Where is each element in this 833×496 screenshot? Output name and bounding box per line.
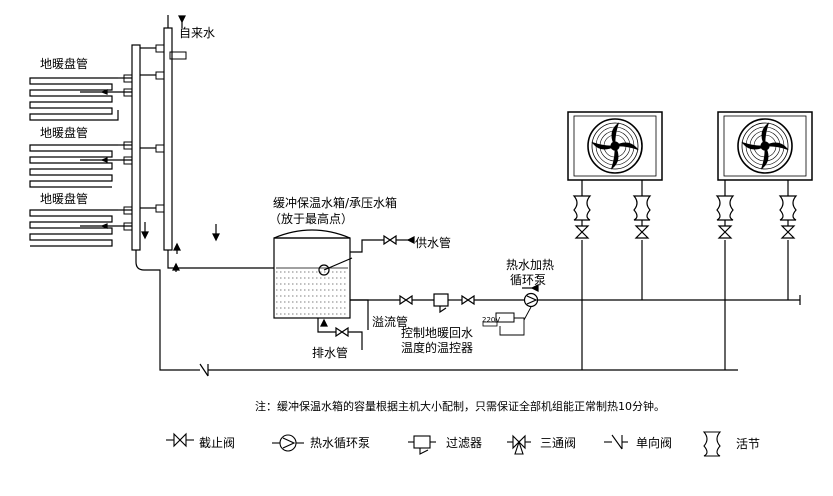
filter-icon [433, 293, 449, 314]
legend-label-check-valve: 单向阀 [636, 436, 673, 450]
legend-label-shutoff-valve: 截止阀 [199, 436, 236, 450]
thermostat [482, 306, 532, 336]
legend-label-circulation-pump: 热水循环泵 [310, 436, 371, 450]
shutoff-valve-icon [780, 225, 796, 239]
shutoff-valve-icon [574, 225, 590, 239]
overflow-pipe-label: 溢流管 [372, 315, 409, 329]
heat-pump-unit-2 [717, 111, 813, 181]
voltage-label: 220V [482, 316, 501, 324]
union-joint-icon [632, 195, 652, 221]
floor-coil-label-1: 地暖盘管 [40, 57, 89, 71]
thermostat-label-line1: 控制地暖回水 [401, 326, 474, 340]
legend-label-filter: 过滤器 [446, 436, 483, 450]
shutoff-valve-icon [399, 294, 413, 306]
fan-icon [587, 118, 643, 174]
floor-coil-group-2 [29, 144, 132, 188]
shutoff-valve-icon [383, 234, 397, 246]
shutoff-valve-icon [335, 326, 349, 338]
floor-coil-group-3 [29, 209, 132, 247]
three-way-valve-icon [507, 434, 531, 455]
filter-icon [408, 435, 436, 455]
union-joint-icon [778, 195, 798, 221]
floor-coil-label-2: 地暖盘管 [40, 126, 89, 140]
check-valve-icon [190, 363, 582, 377]
union-joint-icon [715, 195, 735, 221]
union-joint-icon [702, 431, 722, 457]
check-valve-icon [604, 434, 628, 450]
thermostat-label-line2: 温度的温控器 [401, 341, 474, 355]
pump-label-line1: 热水加热 [506, 258, 555, 272]
legend [166, 431, 722, 457]
floor-coil-label-3: 地暖盘管 [40, 192, 89, 206]
tank-title: 缓冲保温水箱/承压水箱 [273, 196, 398, 210]
fan-icon [737, 118, 793, 174]
legend-label-three-way-valve: 三通阀 [540, 436, 577, 450]
tank-subtitle: （放于最高点） [269, 212, 354, 226]
buffer-tank [273, 229, 351, 319]
shutoff-valve-icon [717, 225, 733, 239]
circulation-pump-icon [272, 434, 304, 452]
drain-pipe-label: 排水管 [312, 346, 349, 360]
capacity-note: 注：缓冲保温水箱的容量根据主机大小配制，只需保证全部机组能正常制热10分钟。 [255, 400, 665, 413]
shutoff-valve-icon [166, 432, 194, 448]
circulation-pump-icon [523, 292, 539, 308]
supply-manifold [163, 27, 173, 251]
floor-coil-group-1 [29, 77, 132, 121]
legend-label-union-joint: 活节 [736, 437, 761, 451]
shutoff-valve-icon [634, 225, 650, 239]
tap-water-label: 自来水 [179, 26, 216, 40]
union-joint-icon [572, 195, 592, 221]
heat-pump-unit-1 [567, 111, 663, 181]
return-manifold [131, 44, 141, 251]
shutoff-valve-icon [461, 294, 475, 306]
supply-pipe-label: 供水管 [415, 236, 452, 250]
pump-label-line2: 循环泵 [510, 273, 547, 287]
